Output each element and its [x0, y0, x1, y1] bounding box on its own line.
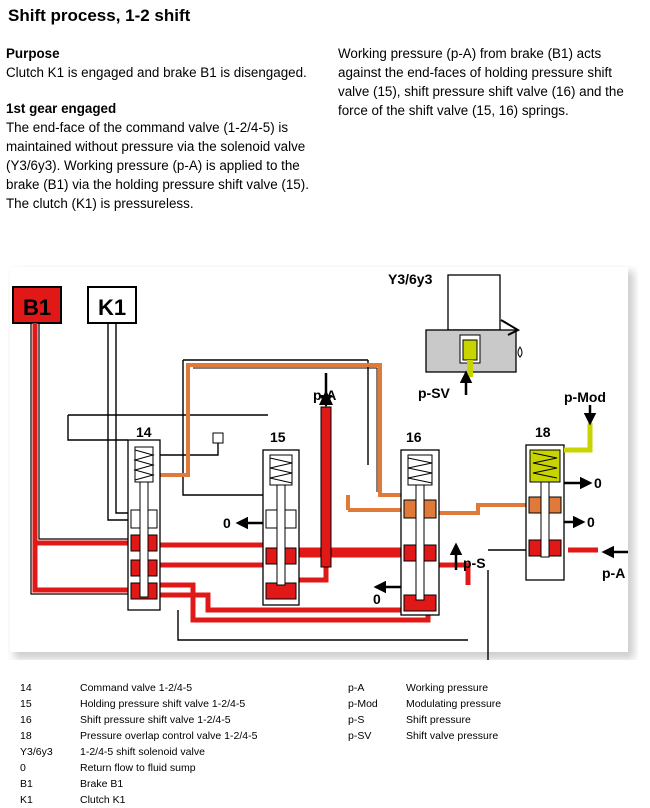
right-text-column: Working pressure (p-A) from brake (B1) a… [338, 44, 644, 120]
legend-row: B1 Brake B1 [20, 776, 257, 792]
first-gear-heading: 1st gear engaged [6, 101, 117, 116]
solenoid-valve [425, 274, 523, 377]
legend-key: 16 [20, 714, 32, 726]
legend-row: 16 Shift pressure shift valve 1-2/4-5 [20, 712, 257, 728]
valve-18-label: 18 [535, 424, 551, 440]
legend-description: Clutch K1 [80, 794, 126, 806]
legend-description: 1-2/4-5 shift solenoid valve [80, 746, 205, 758]
orange-line-right [433, 503, 538, 515]
legend-row: 14 Command valve 1-2/4-5 [20, 680, 257, 696]
purpose-heading: Purpose [6, 46, 60, 61]
hydraulic-diagram: B1 K1 [10, 267, 634, 660]
legend-key: p-S [348, 714, 365, 726]
legend-description: Modulating pressure [406, 698, 502, 710]
right-text: Working pressure (p-A) from brake (B1) a… [338, 46, 624, 118]
legend-key: K1 [20, 794, 33, 806]
pa-top-label: p-A [313, 387, 336, 403]
zero-18a-label: 0 [594, 475, 602, 491]
b1-line [32, 323, 133, 593]
legend-description: Shift pressure [406, 714, 471, 726]
zero-16-label: 0 [373, 591, 381, 607]
legend-key: B1 [20, 778, 33, 790]
solenoid-label: Y3/6y3 [388, 271, 433, 287]
psv-label: p-SV [418, 385, 451, 401]
legend-description: Brake B1 [80, 778, 124, 790]
legend-key: 0 [20, 762, 26, 774]
legend-key: Y3/6y3 [20, 746, 53, 758]
valve-14-label: 14 [136, 424, 152, 440]
legend-row: K1 Clutch K1 [20, 792, 257, 808]
valve-15-label: 15 [270, 429, 286, 445]
b1-label: B1 [23, 295, 51, 320]
legend-left: 14 Command valve 1-2/4-5 15 Holding pressur… [20, 680, 257, 808]
outer-lines [67, 359, 528, 660]
zero-18b-label: 0 [587, 514, 595, 530]
legend-right: p-A Working pressure p-Mod Modulating press… [348, 680, 501, 744]
legend-row: p-A Working pressure [348, 680, 501, 696]
legend-key: 18 [20, 730, 32, 742]
legend-description: Shift pressure shift valve 1-2/4-5 [80, 714, 231, 726]
legend-description: Shift valve pressure [406, 730, 499, 742]
legend-row: p-S Shift pressure [348, 712, 501, 728]
pa-right-label: p-A [602, 565, 625, 581]
legend-description: Pressure overlap control valve 1-2/4-5 [80, 730, 258, 742]
legend-row: p-SV Shift valve pressure [348, 728, 501, 744]
legend-key: 15 [20, 698, 32, 710]
legend-description: Command valve 1-2/4-5 [80, 682, 193, 694]
pmod-label: p-Mod [564, 389, 606, 405]
left-text-column: Purpose Clutch K1 is engaged and brake B… [6, 44, 324, 213]
legend-description: Return flow to fluid sump [80, 762, 196, 774]
pmod-line [564, 423, 593, 453]
legend-description: Holding pressure shift valve 1-2/4-5 [80, 698, 246, 710]
legend-key: 14 [20, 682, 32, 694]
k1-line [107, 323, 128, 521]
k1-label: K1 [98, 295, 126, 320]
page-title: Shift process, 1-2 shift [8, 6, 191, 25]
legend-row: 18 Pressure overlap control valve 1-2/4-5 [20, 728, 257, 744]
legend-row: 15 Holding pressure shift valve 1-2/4-5 [20, 696, 257, 712]
valve-14 [127, 439, 161, 611]
k1-box [87, 286, 137, 324]
legend-row: 0 Return flow to fluid sump [20, 760, 257, 776]
legend-key: p-SV [348, 730, 372, 742]
small-port-box [212, 432, 224, 444]
valve-16 [400, 449, 440, 616]
ps-label: p-S [463, 555, 486, 571]
pa-top-arrow-shaft [320, 406, 332, 568]
first-gear-text: The end-face of the command valve (1-2/4… [6, 120, 309, 211]
legend-row: p-Mod Modulating pressure [348, 696, 501, 712]
zero-15-label: 0 [223, 515, 231, 531]
orange-line [158, 363, 403, 512]
valve-18 [525, 444, 565, 581]
legend-key: p-A [348, 682, 365, 694]
valve-15 [262, 449, 300, 606]
legend-key: p-Mod [348, 698, 378, 710]
legend-row: Y3/6y3 1-2/4-5 shift solenoid valve [20, 744, 257, 760]
legend-description: Working pressure [406, 682, 489, 694]
purpose-text: Clutch K1 is engaged and brake B1 is dis… [6, 65, 307, 80]
valve-16-label: 16 [406, 429, 422, 445]
